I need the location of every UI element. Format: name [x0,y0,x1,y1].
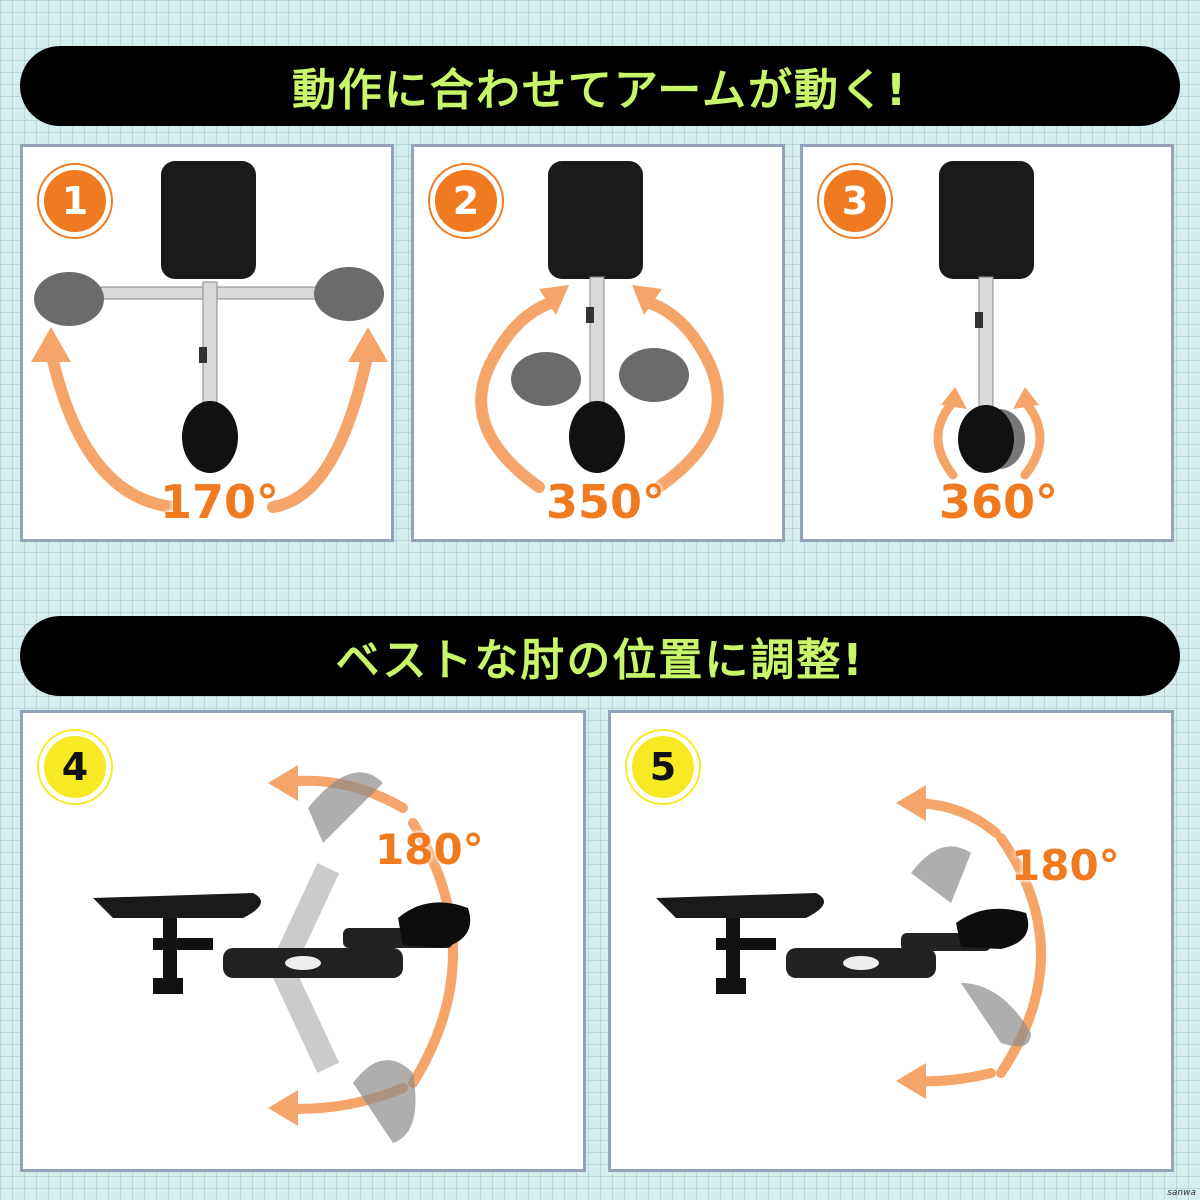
step-badge-4-number: 4 [61,745,89,789]
panel-2: 2 350° [411,144,785,542]
armrest-360-illustration [933,161,1045,480]
armrest-tilt-180-illustration-5 [656,785,1046,1099]
step-badge-3-number: 3 [841,179,869,223]
step-badge-3: 3 [819,165,891,237]
rotation-angle-1: 170° [160,475,280,529]
step-badge-1-number: 1 [61,179,89,223]
step-badge-4: 4 [39,731,111,803]
tilt-angle-4: 180° [375,825,484,874]
armrest-tilt-180-illustration-4 [93,765,471,1143]
panel-1: 1 170° [20,144,394,542]
step-badge-2-number: 2 [452,179,480,223]
rotation-angle-3: 360° [939,475,1059,529]
step-badge-2: 2 [430,165,502,237]
banner-top: 動作に合わせてアームが動く! [20,46,1180,126]
banner-top-text: 動作に合わせてアームが動く! [291,65,909,116]
brand-logo: sanwa [1167,1188,1196,1198]
step-badge-5: 5 [627,731,699,803]
armrest-170-illustration [31,161,388,513]
step-badge-1: 1 [39,165,111,237]
step-badge-5-number: 5 [649,745,677,789]
banner-middle-text: ベストな肘の位置に調整! [335,635,865,686]
rotation-angle-2: 350° [546,475,666,529]
armrest-350-illustration [475,161,724,493]
panel-4: 4 180° [20,710,586,1172]
tilt-angle-5: 180° [1011,841,1120,890]
banner-middle: ベストな肘の位置に調整! [20,616,1180,696]
panel-3: 3 360° [800,144,1174,542]
panel-5: 5 180° [608,710,1174,1172]
